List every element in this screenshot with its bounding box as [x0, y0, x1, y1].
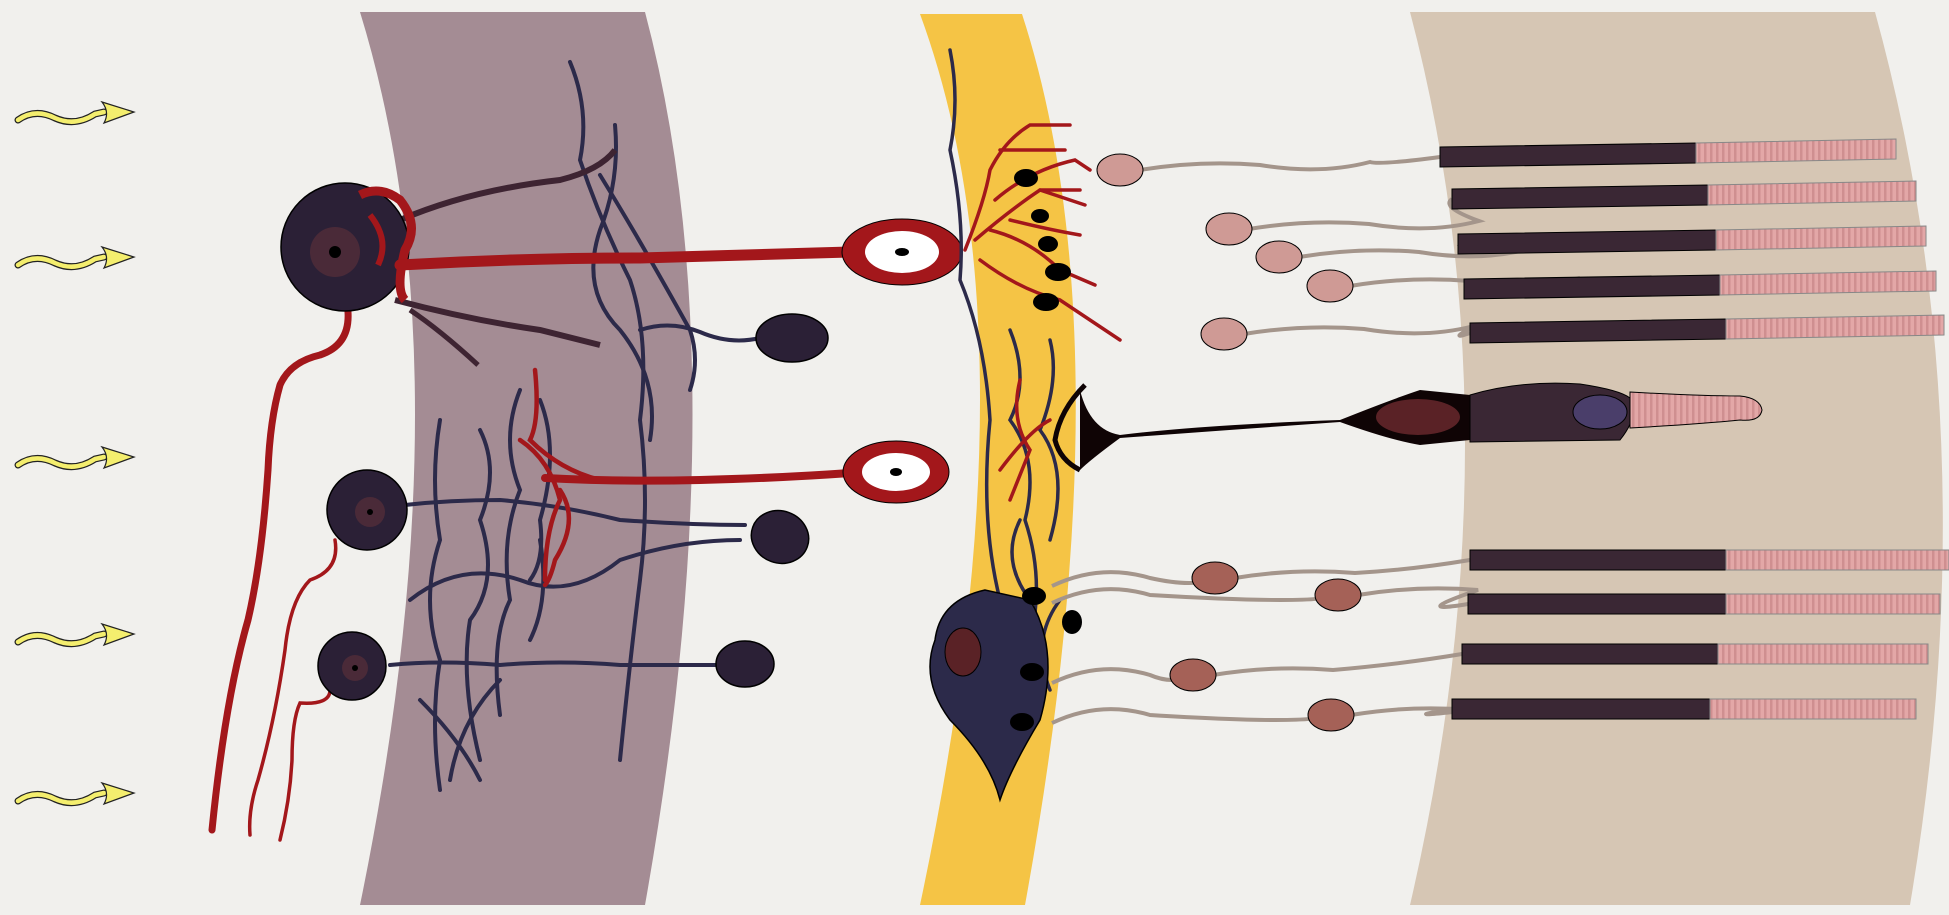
- wavy-arrow-icon: [102, 447, 134, 468]
- amacrine-cell-3: [716, 641, 774, 687]
- light-arrows-group: [18, 102, 134, 804]
- light-ray-4: [18, 624, 134, 645]
- wavy-arrow-icon: [102, 783, 134, 804]
- amacrine-cell-2: [744, 503, 816, 572]
- light-ray-1: [18, 102, 134, 123]
- wavy-arrow-icon: [102, 624, 134, 645]
- amacrine-cells-group: [716, 314, 828, 687]
- ganglion-cell-medium: [327, 470, 407, 550]
- wavy-arrow-icon: [102, 247, 134, 268]
- amacrine-cell-1: [756, 314, 828, 362]
- horizontal-cell: [1055, 385, 1475, 470]
- light-ray-2: [18, 247, 134, 268]
- wavy-arrow-icon: [102, 102, 134, 123]
- light-ray-3: [18, 447, 134, 468]
- optic-nerve-fibers: [212, 312, 348, 840]
- light-ray-5: [18, 783, 134, 804]
- bipolar-cell-upper: [842, 219, 962, 285]
- ganglion-cell-small: [318, 632, 386, 700]
- bipolar-cell-lower: [843, 441, 949, 503]
